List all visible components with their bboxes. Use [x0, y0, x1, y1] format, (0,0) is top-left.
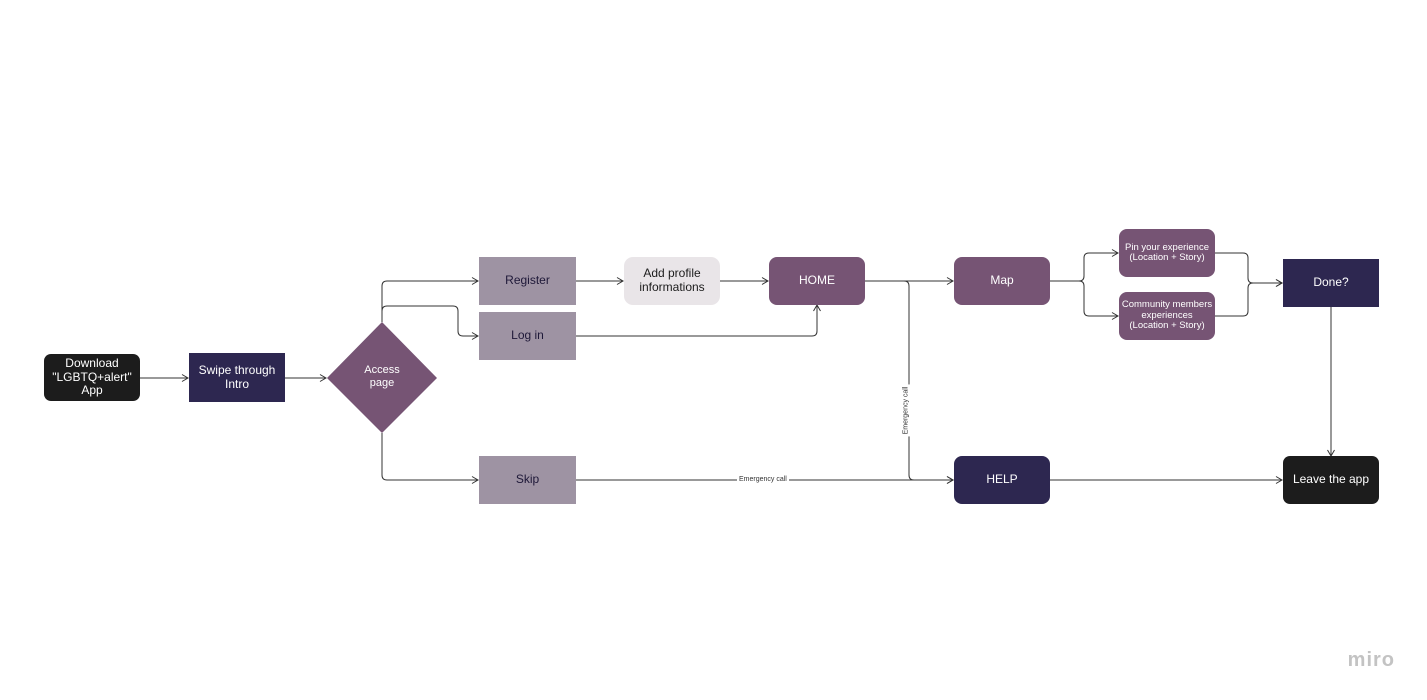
edge-map-to-community: [1050, 280, 1119, 320]
access-page-diamond: [327, 322, 437, 433]
skip-node[interactable]: Skip: [479, 456, 576, 504]
register-node[interactable]: Register: [479, 257, 576, 305]
leave-app-node[interactable]: Leave the app: [1283, 456, 1379, 504]
community-experiences-node[interactable]: Community members experiences (Location …: [1119, 292, 1215, 340]
edge-access-to-register: [381, 277, 479, 322]
edge-login-to-home: [576, 304, 821, 337]
edge-map-to-pin: [1050, 249, 1119, 282]
download-app-node[interactable]: Download "LGBTQ+alert" App: [44, 354, 140, 401]
miro-logo: miro: [1347, 649, 1395, 671]
home-help-edge-label: Emergency call: [901, 384, 911, 437]
map-node[interactable]: Map: [954, 257, 1050, 305]
login-node[interactable]: Log in: [479, 312, 576, 360]
edge-access-to-login: [381, 305, 479, 340]
add-profile-node[interactable]: Add profile informations: [624, 257, 720, 305]
access-page-label: Access page: [364, 364, 400, 389]
edge-access-to-skip: [381, 433, 479, 484]
edge-pin-to-done: [1215, 252, 1283, 287]
done-node[interactable]: Done?: [1283, 259, 1379, 307]
pin-experience-node[interactable]: Pin your experience (Location + Story): [1119, 229, 1215, 277]
swipe-intro-node[interactable]: Swipe through Intro: [189, 353, 285, 402]
edge-home-to-help: [865, 280, 954, 484]
edge-community-to-done: [1215, 279, 1283, 317]
help-node[interactable]: HELP: [954, 456, 1050, 504]
skip-help-edge-label: Emergency call: [737, 475, 789, 484]
home-node[interactable]: HOME: [769, 257, 865, 305]
